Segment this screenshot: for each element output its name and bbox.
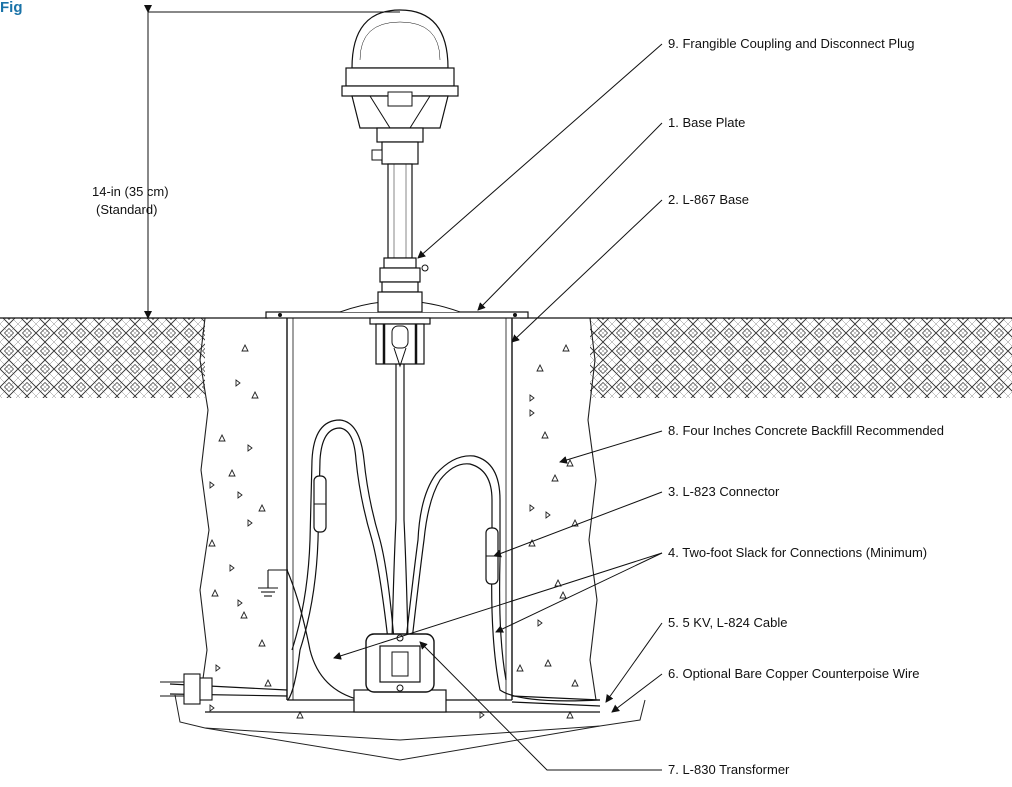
height-label-line2: (Standard) [96, 202, 157, 217]
cable-entry-fitting [160, 673, 213, 705]
callout-two-foot-slack: 4. Two-foot Slack for Connections (Minim… [668, 545, 927, 560]
light-fixture [341, 9, 459, 259]
callout-l823-connector: 3. L-823 Connector [668, 484, 780, 499]
callout-labels: 9. Frangible Coupling and Disconnect Plu… [668, 36, 944, 777]
internal-mount [369, 317, 431, 368]
l830-transformer [353, 633, 447, 713]
height-dimension [144, 5, 400, 319]
leader-lines [333, 43, 663, 771]
concrete-backfill [174, 317, 646, 761]
callout-base-plate: 1. Base Plate [668, 115, 745, 130]
l823-connectors [313, 475, 499, 585]
height-label-line1: 14-in (35 cm) [92, 184, 169, 199]
callout-l824-cable: 5. 5 KV, L-824 Cable [668, 615, 788, 630]
callout-frangible-coupling: 9. Frangible Coupling and Disconnect Plu… [668, 36, 914, 51]
ground-surface [0, 317, 1012, 398]
callout-l830-transformer: 7. L-830 Transformer [668, 762, 790, 777]
callout-counterpoise-wire: 6. Optional Bare Copper Counterpoise Wir… [668, 666, 919, 681]
ground-symbol [258, 569, 288, 597]
figure-heading: Fig [0, 0, 23, 16]
frangible-coupling [377, 257, 429, 313]
cables [169, 364, 601, 707]
callout-l867-base: 2. L-867 Base [668, 192, 749, 207]
callout-concrete-backfill: 8. Four Inches Concrete Backfill Recomme… [668, 423, 944, 438]
